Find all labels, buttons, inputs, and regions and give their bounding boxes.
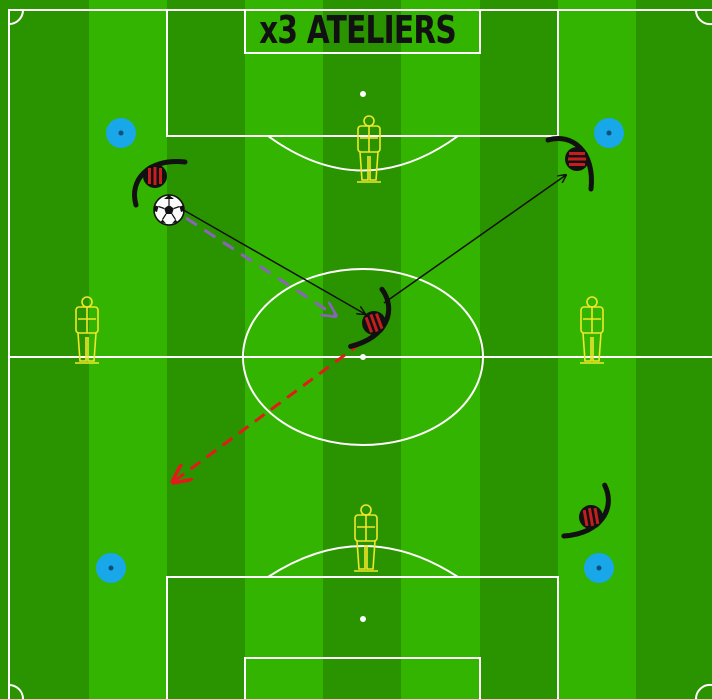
cone-icon xyxy=(96,553,126,583)
bottom-penalty-spot xyxy=(360,616,366,622)
grass-stripe xyxy=(89,0,167,699)
grass-stripe xyxy=(636,0,712,699)
cone-icon xyxy=(584,553,614,583)
cone-icon xyxy=(594,118,624,148)
soccer-ball-icon xyxy=(154,195,184,225)
grass-stripe xyxy=(245,0,323,699)
cone-icon xyxy=(106,118,136,148)
grass-stripe xyxy=(401,0,480,699)
grass-stripe xyxy=(480,0,558,699)
grass-stripe xyxy=(558,0,636,699)
drill-title: x3 ATELIERS xyxy=(80,8,635,52)
centre-spot xyxy=(360,354,366,360)
grass-stripe xyxy=(167,0,245,699)
top-penalty-spot xyxy=(360,91,366,97)
grass-stripe xyxy=(0,0,89,699)
grass-stripe xyxy=(323,0,401,699)
